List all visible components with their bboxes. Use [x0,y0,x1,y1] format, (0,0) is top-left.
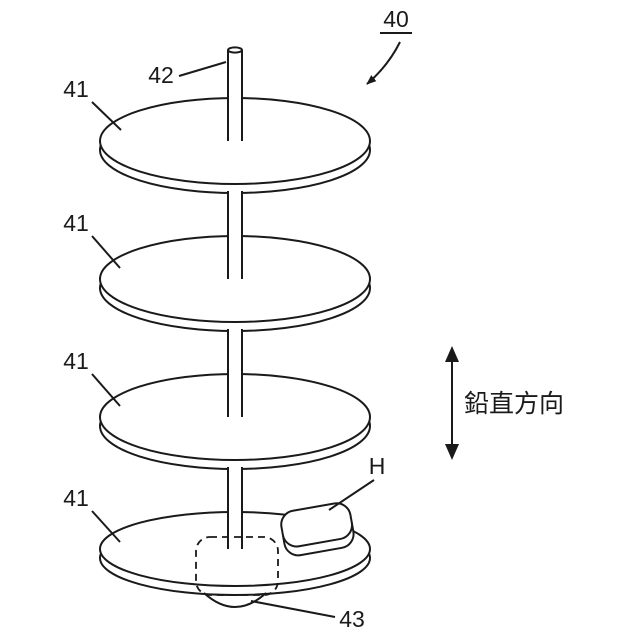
shaft-top-cap [227,46,243,54]
leader-43 [250,600,336,618]
leader-41-4 [91,510,121,543]
shaft-segment-2 [227,191,243,279]
label-40: 40 [383,6,409,32]
label-41-4: 41 [63,485,89,511]
object-h-top [280,502,354,548]
shaft-42 [227,46,243,549]
label-41-3-group: 41 [63,348,121,407]
label-43-group: 43 [250,600,365,632]
leader-41-3 [91,373,121,407]
label-41-1-group: 41 [63,76,122,131]
direction-arrow-head-up [445,346,459,362]
leader-41-2 [91,235,121,269]
disc-41-3 [99,373,371,470]
leader-42 [178,61,227,77]
hidden-outline-43 [195,536,279,596]
shaft-segment-top [227,46,243,141]
label-43: 43 [339,606,365,632]
label-41-1: 41 [63,76,89,102]
direction-arrow-group: 鉛直方向 [445,346,564,460]
label-41-2-group: 41 [63,210,121,269]
leader-41-1 [91,101,122,131]
leader-40-arrow [366,41,401,85]
label-h: H [369,453,386,479]
direction-label: 鉛直方向 [464,390,564,418]
label-41-2: 41 [63,210,89,236]
visible-arc-43 [203,592,267,608]
shaft-segment-4 [227,467,243,549]
label-41-4-group: 41 [63,485,121,543]
direction-arrow-head-down [445,444,459,460]
label-h-group: H [328,453,386,511]
label-42: 42 [148,62,174,88]
shaft-segment-3 [227,329,243,417]
label-40-group: 40 [366,6,412,85]
object-h [280,502,355,557]
leader-h [328,479,375,511]
label-42-group: 42 [148,61,227,88]
label-41-3: 41 [63,348,89,374]
